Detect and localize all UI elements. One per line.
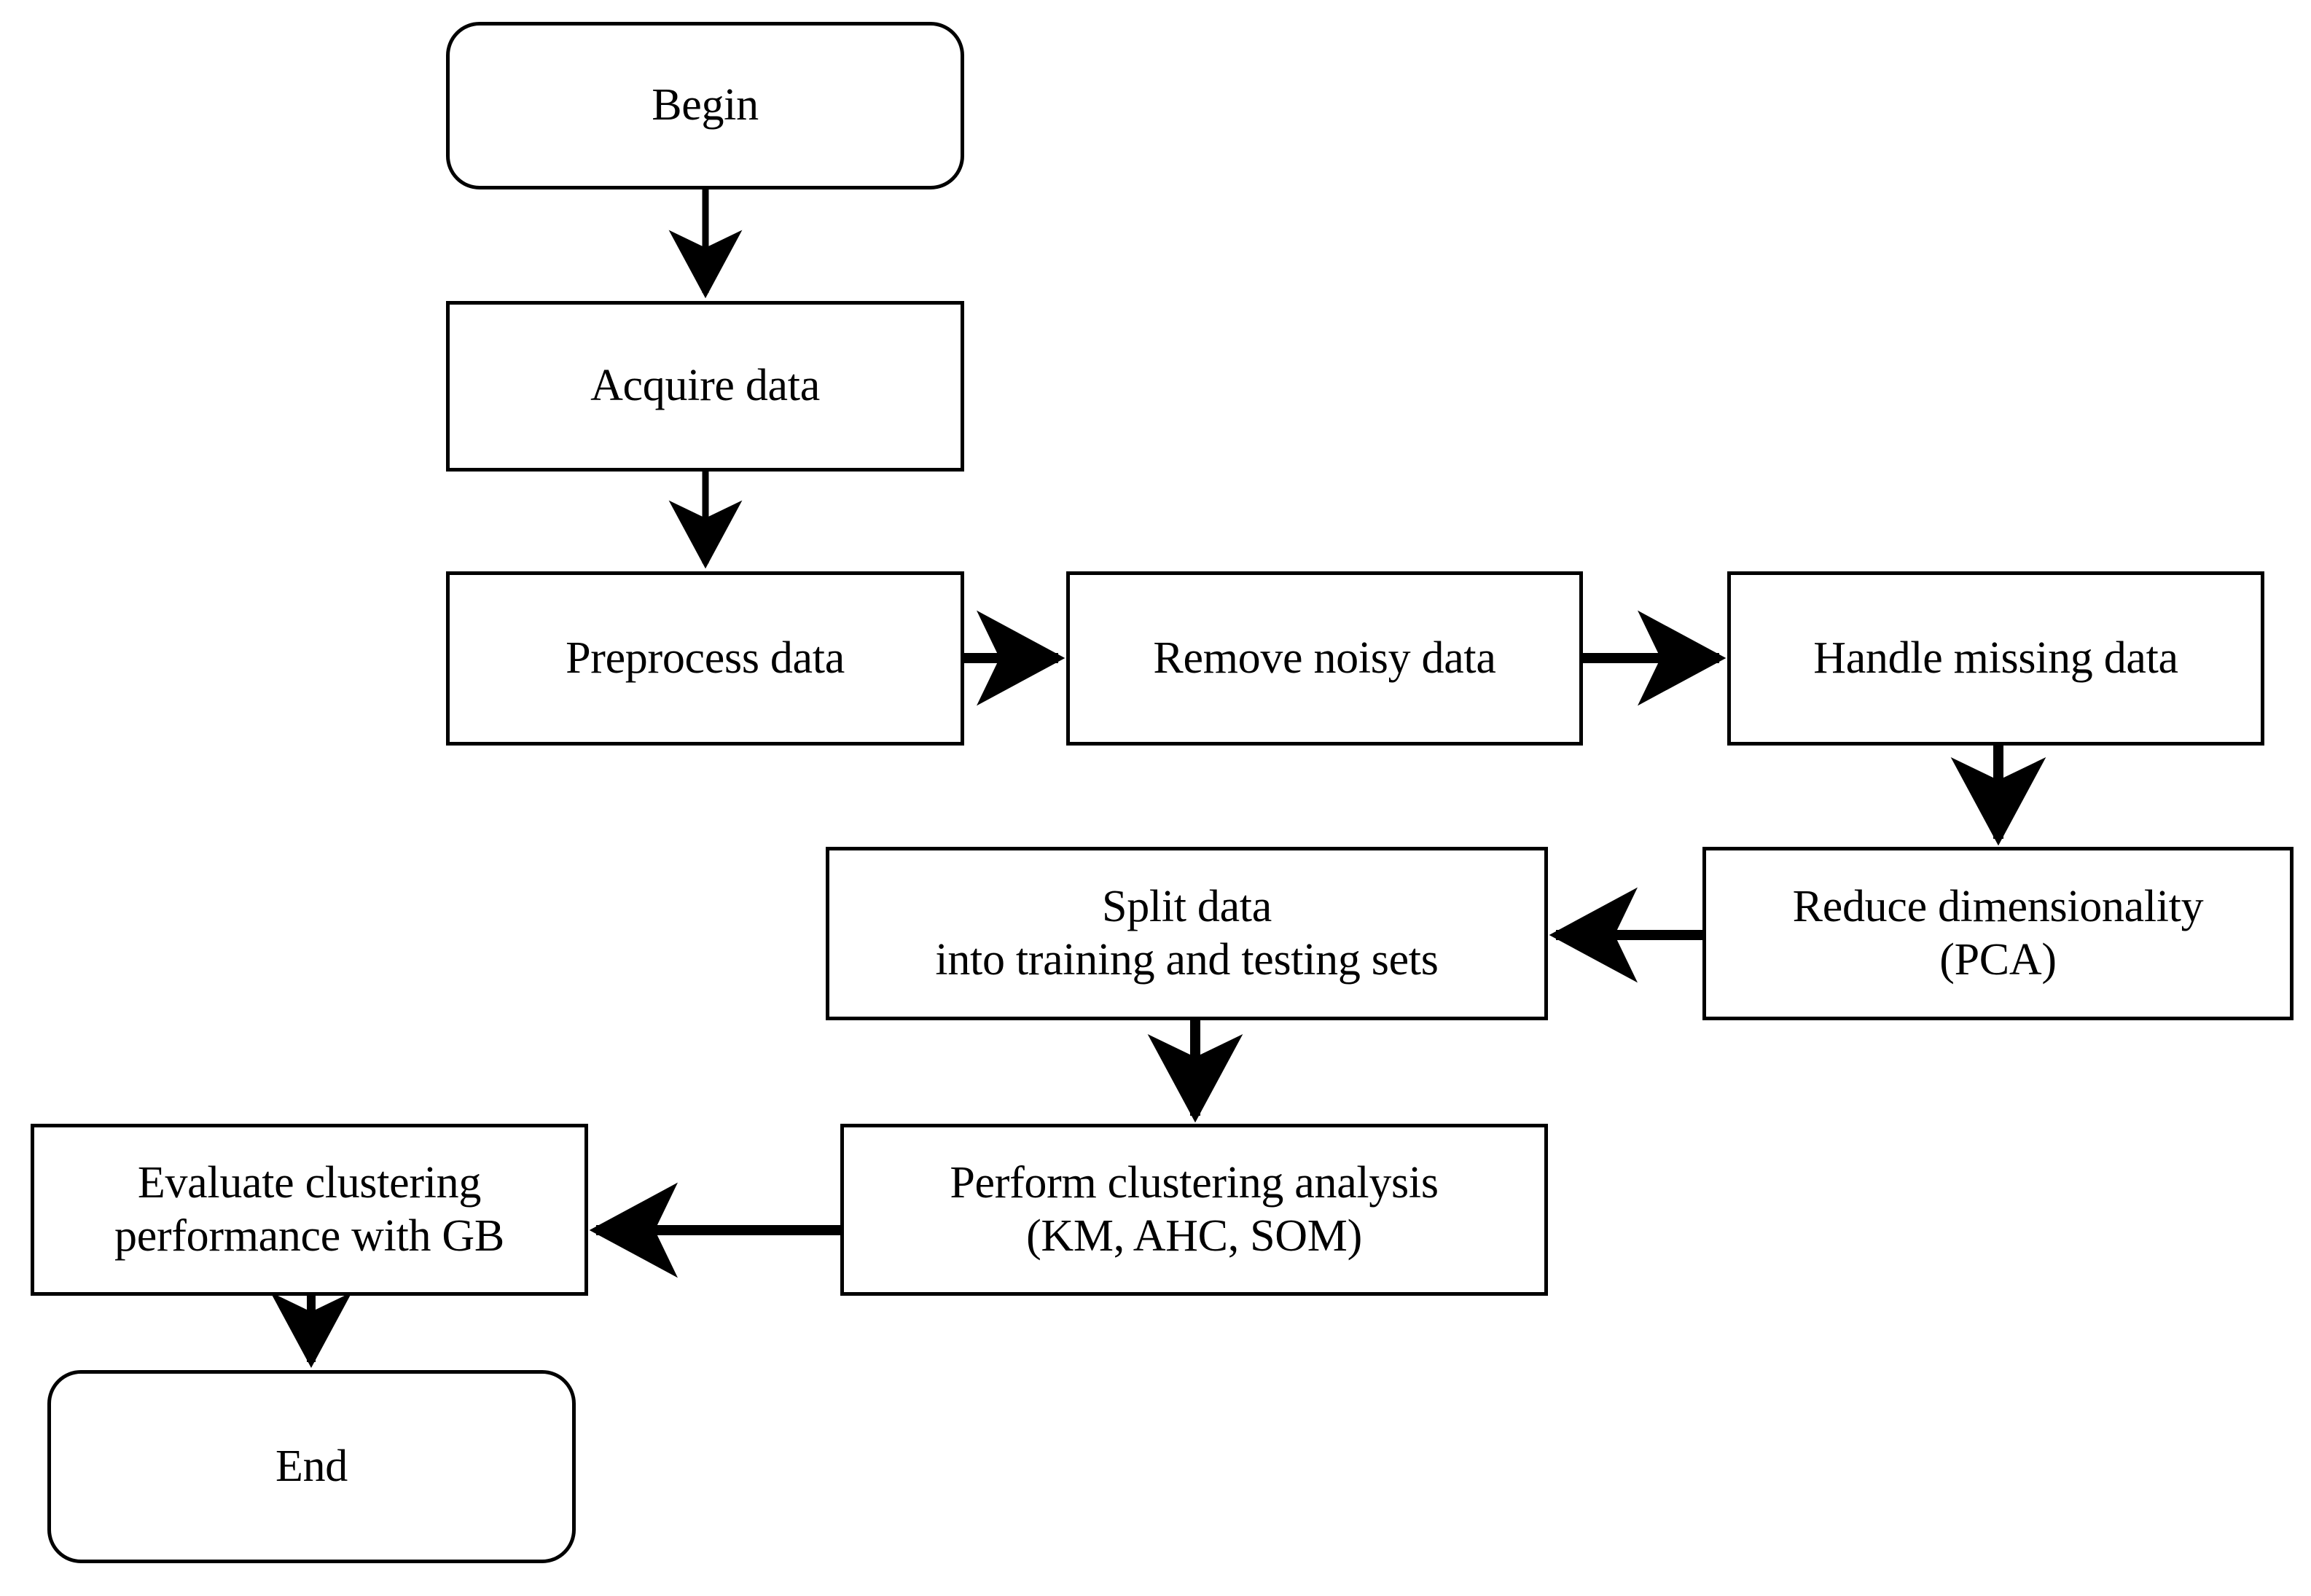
node-end[interactable]: End [47, 1370, 576, 1563]
node-split-data-label: Split data into training and testing set… [935, 881, 1439, 985]
node-begin[interactable]: Begin [446, 22, 964, 189]
node-split-data[interactable]: Split data into training and testing set… [826, 847, 1548, 1020]
node-remove-noisy-data[interactable]: Remove noisy data [1066, 571, 1583, 746]
node-handle-missing-data[interactable]: Handle missing data [1727, 571, 2264, 746]
node-remove-noisy-data-label: Remove noisy data [1153, 633, 1496, 683]
node-reduce-dimensionality-label: Reduce dimensionality (PCA) [1792, 881, 2204, 985]
node-preprocess-data-label: Preprocess data [566, 633, 845, 683]
node-preprocess-data[interactable]: Preprocess data [446, 571, 964, 746]
node-end-label: End [275, 1441, 348, 1491]
node-begin-label: Begin [652, 80, 759, 130]
node-reduce-dimensionality[interactable]: Reduce dimensionality (PCA) [1702, 847, 2294, 1020]
node-perform-clustering-analysis-label: Perform clustering analysis (KM, AHC, SO… [950, 1157, 1439, 1261]
node-perform-clustering-analysis[interactable]: Perform clustering analysis (KM, AHC, SO… [840, 1124, 1548, 1296]
node-acquire-data[interactable]: Acquire data [446, 301, 964, 472]
node-evaluate-clustering-label: Evaluate clustering performance with GB [114, 1157, 504, 1261]
node-handle-missing-data-label: Handle missing data [1813, 633, 2178, 683]
node-evaluate-clustering[interactable]: Evaluate clustering performance with GB [31, 1124, 588, 1296]
node-acquire-data-label: Acquire data [590, 361, 820, 411]
